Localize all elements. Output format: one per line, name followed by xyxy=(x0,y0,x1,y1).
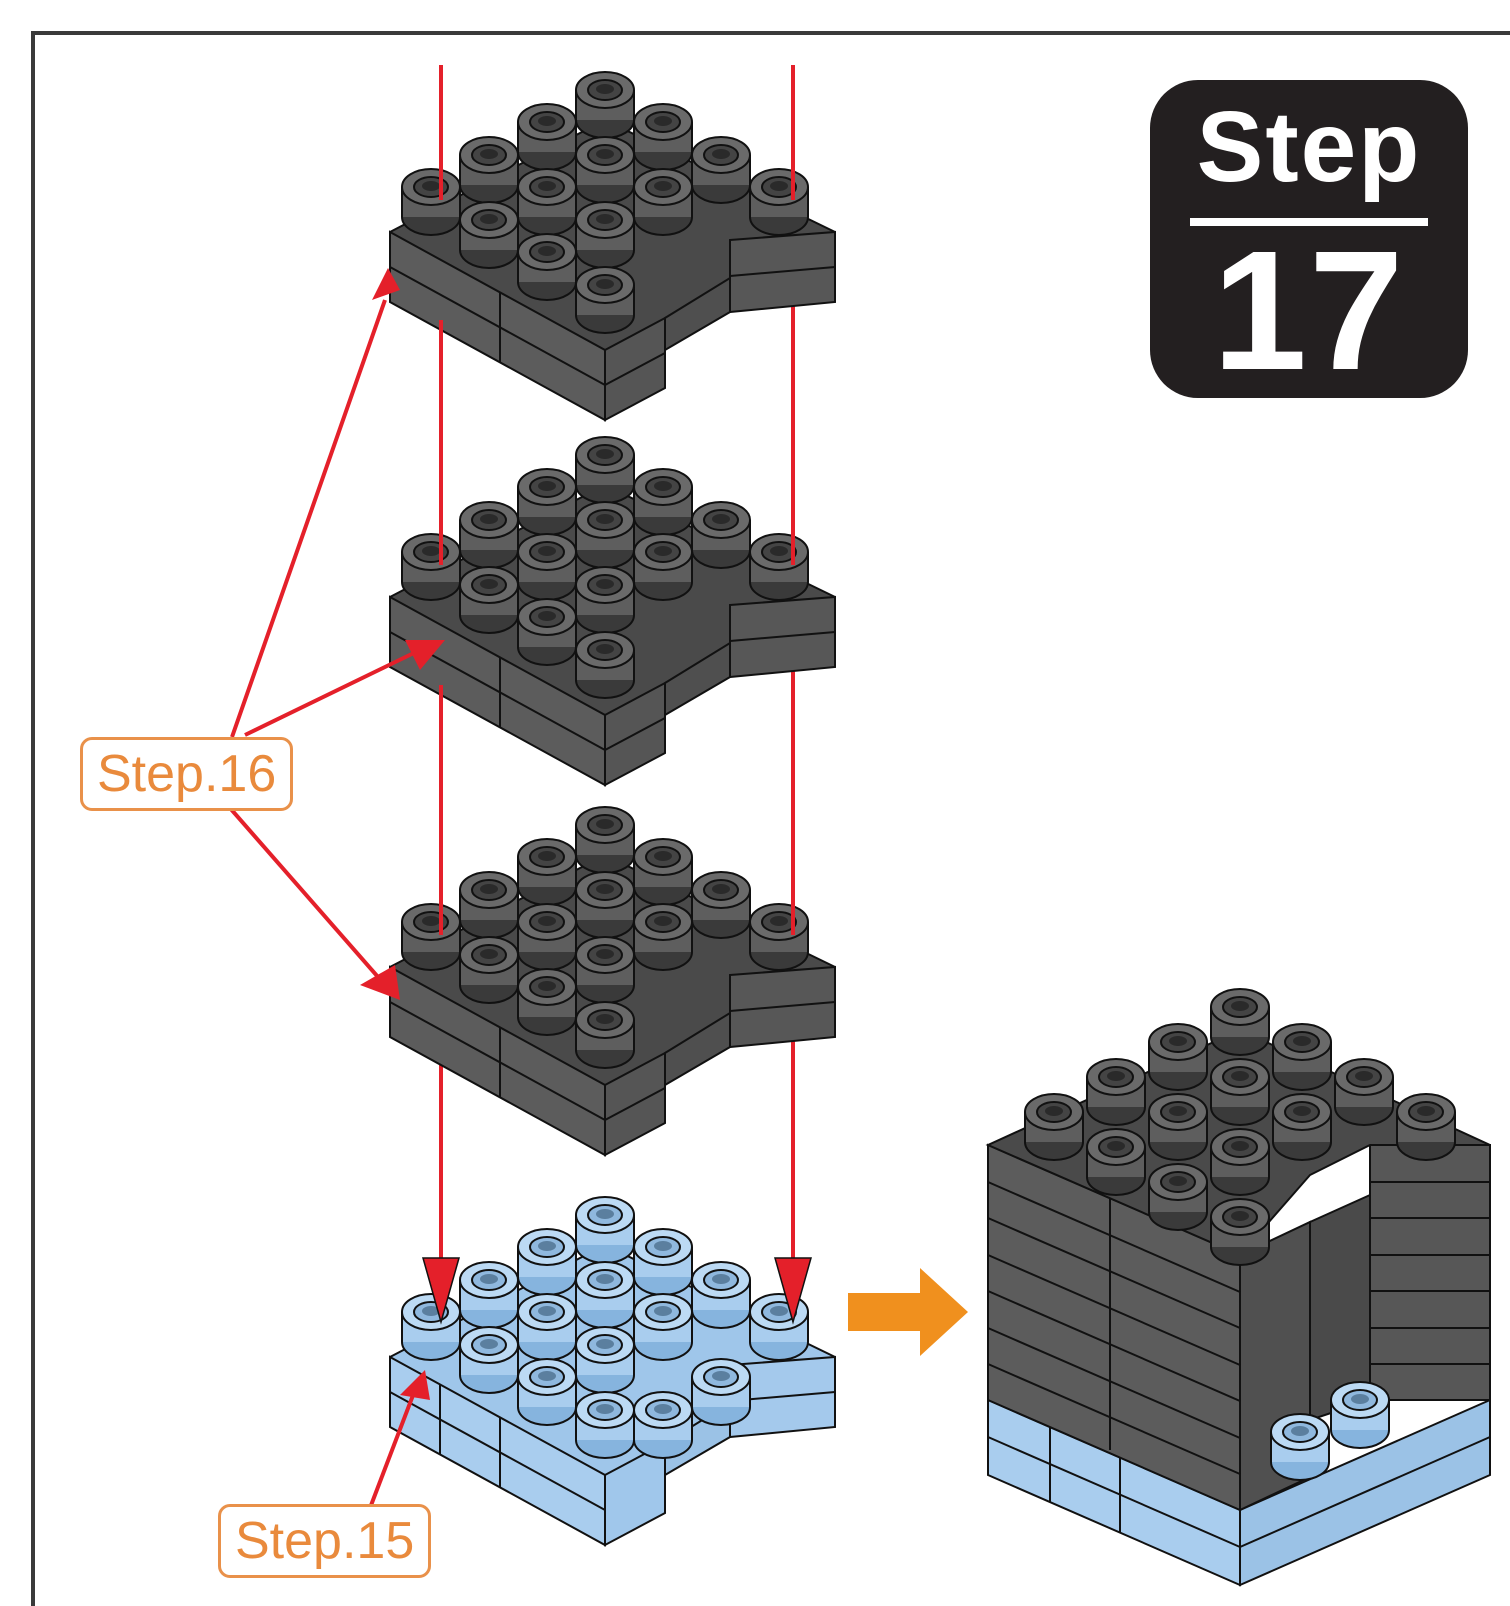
dark-layer-lower xyxy=(390,807,835,1155)
callout-step15: Step.15 xyxy=(218,1504,432,1578)
step16-pointers xyxy=(228,268,445,1000)
result-arrow xyxy=(848,1268,968,1356)
light-base-layer xyxy=(390,1197,835,1545)
down-arrowhead-right xyxy=(774,1257,812,1325)
step-badge-divider xyxy=(1190,218,1428,226)
step-badge: Step 17 xyxy=(1150,80,1468,398)
dark-layer-top xyxy=(390,72,835,420)
step15-pointer xyxy=(368,1370,430,1509)
assembled-model xyxy=(985,988,1491,1587)
step-badge-number: 17 xyxy=(1212,216,1406,406)
down-arrowhead-left xyxy=(422,1257,460,1325)
callout-step16: Step.16 xyxy=(80,737,294,811)
dark-layer-middle xyxy=(390,437,835,785)
step-badge-word: Step xyxy=(1196,91,1422,203)
diagram-frame xyxy=(31,31,1510,1606)
guide-line-overlay xyxy=(439,65,795,1265)
